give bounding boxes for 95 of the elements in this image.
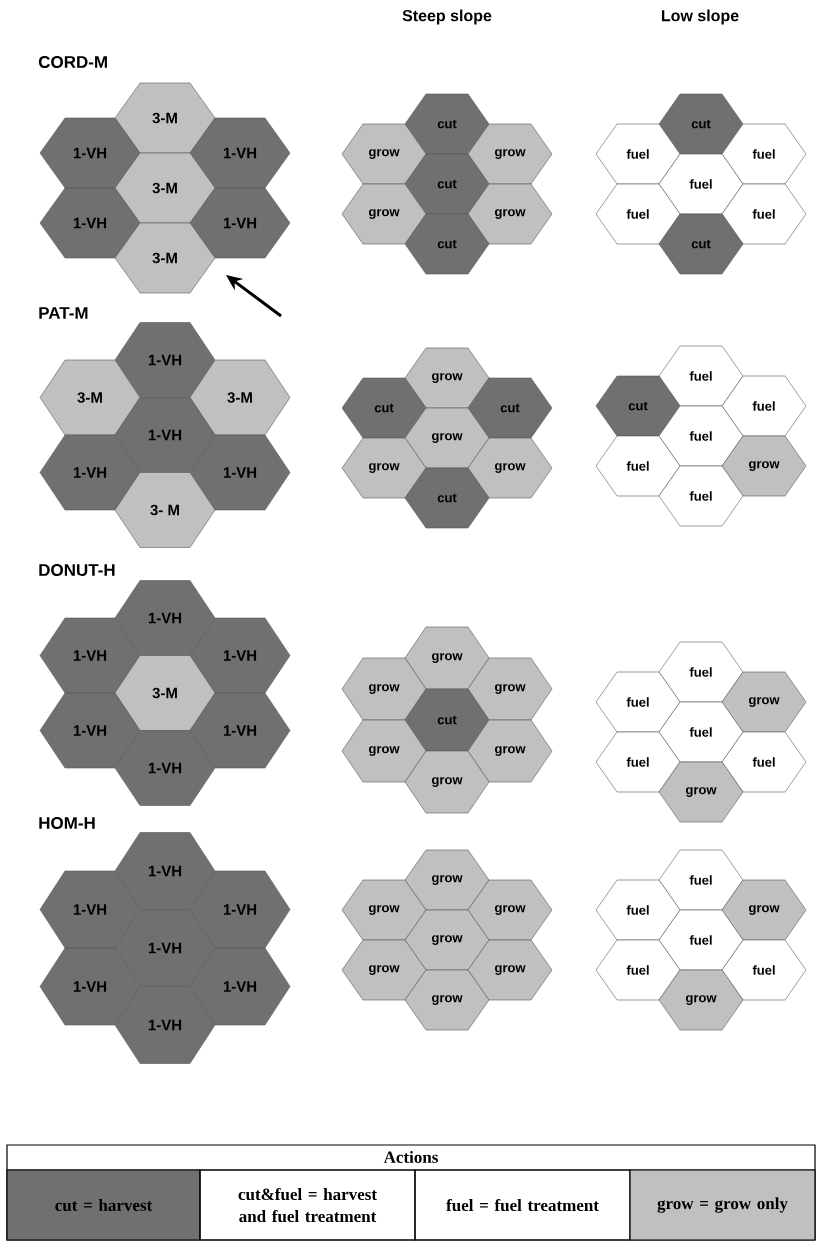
hexagon-cell: grow: [467, 123, 553, 185]
hexagon-cell: 3-M: [114, 152, 216, 224]
hexagon-cell: 1-VH: [189, 117, 291, 189]
hexagon-cell: cut: [658, 213, 744, 275]
hexagon-cell: cut: [404, 213, 490, 275]
hexagon-cell: grow: [404, 909, 490, 971]
hexagon-cell: 1-VH: [189, 870, 291, 949]
hexagon-cell: fuel: [595, 939, 681, 1001]
hexagon-cell: fuel: [721, 123, 807, 185]
hexagon-cell: fuel: [595, 731, 681, 793]
hexagon-cell: 3- M: [114, 472, 216, 548]
hexagon-cell: 1-VH: [114, 832, 216, 910]
hexagon-cell: grow: [341, 939, 427, 1001]
hexagon-cell: 3-M: [114, 82, 216, 154]
hexagon-cell: 1-VH: [39, 947, 141, 1026]
hexagon-cell: 1-VH: [114, 909, 216, 987]
hexagon-cell: fuel: [595, 671, 681, 733]
legend-cell: fuel = fuel treatment: [414, 1169, 631, 1241]
hexagon-cell: grow: [404, 626, 490, 690]
legend-cell: grow = grow only: [629, 1169, 816, 1241]
hexagon-cell: grow: [404, 750, 490, 814]
hexagon-cell: grow: [404, 407, 490, 469]
hexagon-cell: grow: [721, 671, 807, 733]
hexagon-cell: fuel: [721, 375, 807, 437]
hexagon-cell: fuel: [595, 435, 681, 497]
hexagon-cell: cut: [658, 93, 744, 155]
hexagon-cell: 1-VH: [114, 730, 216, 806]
row-title: HOM-H: [39, 817, 95, 830]
hexagon-cell: 1-VH: [39, 692, 141, 769]
hexagon-cell: fuel: [658, 465, 744, 527]
hexagon-cell: cut: [404, 688, 490, 752]
hexagon-cell: 3-M: [189, 359, 291, 436]
hexagon-cell: fuel: [658, 153, 744, 215]
hexagon-cell: grow: [341, 437, 427, 499]
hexagon-cell: grow: [341, 123, 427, 185]
hexagon-cell: grow: [467, 939, 553, 1001]
hexagon-cell: 1-VH: [39, 617, 141, 694]
hexagon-cell: fuel: [721, 183, 807, 245]
hexagon-cell: 1-VH: [189, 947, 291, 1026]
row-title: PAT-M: [39, 307, 88, 319]
hexagon-cell: 1-VH: [189, 692, 291, 769]
hexagon-cell: 1-VH: [189, 434, 291, 511]
hexagon-cell: 1-VH: [114, 322, 216, 398]
hexagon-cell: grow: [341, 183, 427, 245]
row-title: DONUT-H: [39, 564, 115, 577]
hexagon-cell: cut: [404, 93, 490, 155]
hexagon-cell: grow: [658, 761, 744, 823]
hexagon-cell: 1-VH: [189, 617, 291, 694]
hexagon-cell: fuel: [658, 345, 744, 407]
hexagon-cell: fuel: [658, 909, 744, 971]
hexagon-cell: 1-VH: [39, 870, 141, 949]
hexagon-cell: 1-VH: [114, 580, 216, 656]
legend-cell: cut = harvest: [6, 1169, 201, 1241]
hexagon-cell: cut: [404, 467, 490, 529]
hexagon-cell: cut: [595, 375, 681, 437]
hexagon-cell: grow: [341, 719, 427, 783]
hexagon-cell: 1-VH: [114, 397, 216, 473]
hexagon-cell: 1-VH: [39, 187, 141, 259]
hexagon-cell: grow: [467, 183, 553, 245]
hexagon-cell: fuel: [595, 183, 681, 245]
hexagon-cell: cut: [341, 377, 427, 439]
hexagon-cell: fuel: [595, 879, 681, 941]
hexagon-cell: cut: [467, 377, 553, 439]
table-header: Actions: [383, 1151, 438, 1163]
hexagon-cell: grow: [467, 719, 553, 783]
hexagon-cell: grow: [404, 849, 490, 911]
legend-cell: cut&fuel = harvest and fuel treatment: [199, 1169, 416, 1241]
row-title: CORD-M: [38, 56, 107, 69]
hexagon-cell: cut: [404, 153, 490, 215]
hexagon-cell: fuel: [721, 731, 807, 793]
hexagon-cell: grow: [721, 435, 807, 497]
hexagon-cell: 1-VH: [189, 187, 291, 259]
hexagon-cell: 3-M: [39, 359, 141, 436]
hexagon-cell: grow: [404, 347, 490, 409]
hexagon-cell: 3-M: [114, 222, 216, 294]
hexagon-cell: grow: [341, 879, 427, 941]
hexagon-cell: fuel: [658, 849, 744, 911]
hexagon-cell: grow: [658, 969, 744, 1031]
hexagon-cell: fuel: [595, 123, 681, 185]
hexagon-cell: grow: [467, 437, 553, 499]
hexagon-cell: grow: [467, 657, 553, 721]
hexagon-cell: fuel: [658, 641, 744, 703]
hexagon-cell: fuel: [658, 701, 744, 763]
column-header: Low slope: [661, 9, 739, 25]
hexagon-cell: 1-VH: [39, 117, 141, 189]
hexagon-cell: grow: [467, 879, 553, 941]
hexagon-cell: 3-M: [114, 655, 216, 731]
hexagon-cell: 1-VH: [114, 986, 216, 1064]
column-header: Steep slope: [402, 9, 492, 25]
hexagon-cell: grow: [341, 657, 427, 721]
hexagon-cell: fuel: [721, 939, 807, 1001]
hexagon-cell: grow: [721, 879, 807, 941]
hexagon-cell: grow: [404, 969, 490, 1031]
hexagon-cell: 1-VH: [39, 434, 141, 511]
hexagon-cell: fuel: [658, 405, 744, 467]
